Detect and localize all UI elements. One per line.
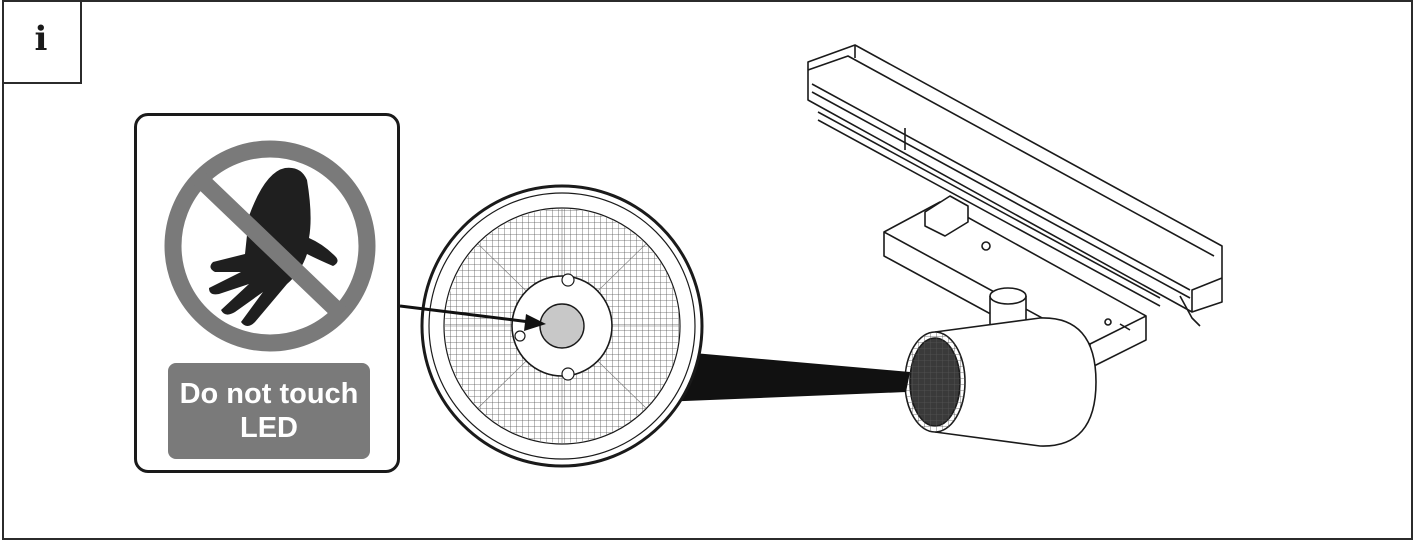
reflector-closeup <box>420 184 704 468</box>
magnification-beam <box>660 350 910 402</box>
info-tab: i <box>2 0 82 84</box>
track-adapter <box>883 195 1147 369</box>
no-touch-hand-icon <box>164 140 376 352</box>
led-chip <box>539 303 585 349</box>
track-rail <box>807 44 1223 327</box>
do-not-touch-sign: Do not touch LED <box>134 113 400 473</box>
info-icon: i <box>34 19 48 59</box>
pointer-arrow <box>399 304 546 331</box>
sign-label-line-2: LED <box>240 412 298 444</box>
sign-label-line-1: Do not touch <box>179 378 359 410</box>
spotlight-body <box>904 317 1097 447</box>
sign-label: Do not touch LED <box>168 363 370 459</box>
